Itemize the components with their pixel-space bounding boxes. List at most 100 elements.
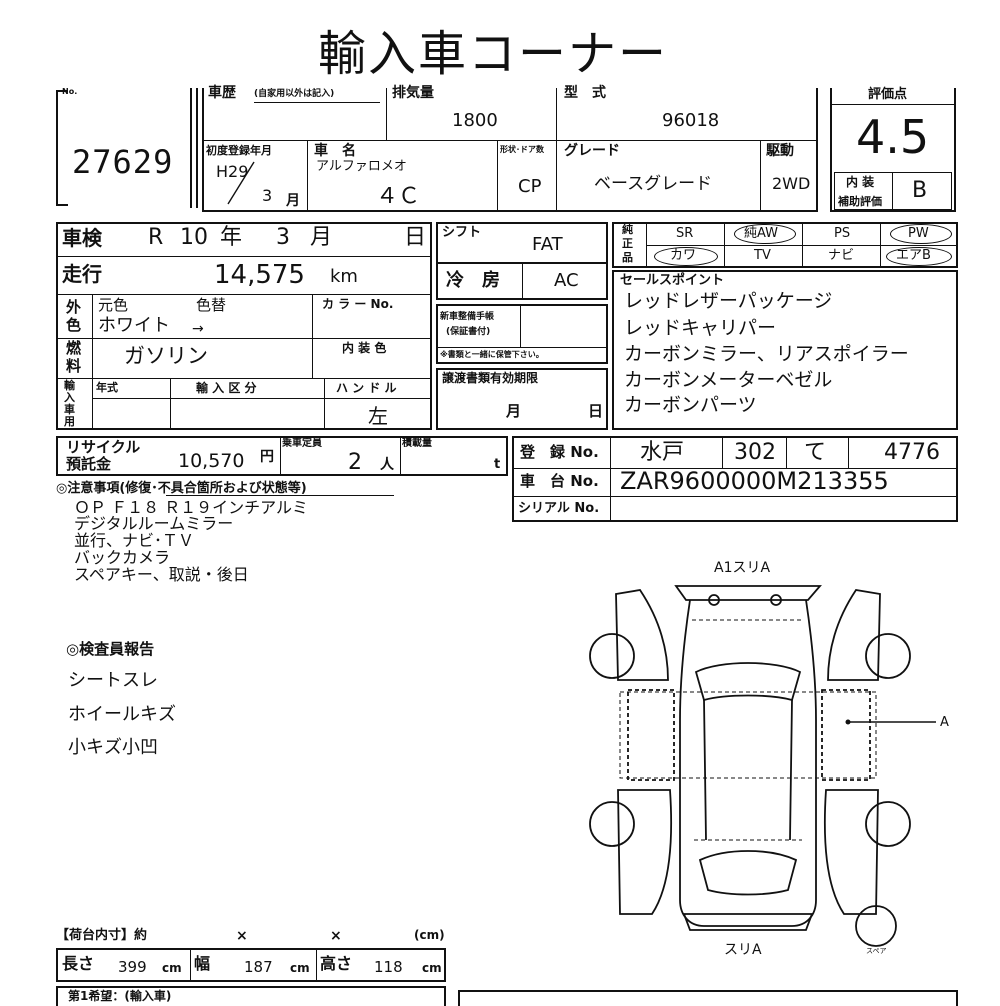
history-label: 車歴 (208, 85, 236, 101)
chassis-value: ZAR9600000M213355 (620, 467, 889, 495)
car-maker: アルファロメオ (316, 159, 407, 174)
score-value: 4.5 (856, 110, 930, 164)
cargo-table (56, 948, 446, 982)
grade-label: グレード (564, 143, 620, 159)
inspection-year: 10 (180, 225, 208, 250)
capacity-label: 乗車定員 (282, 438, 322, 449)
transfer-month-unit: 月 (506, 402, 522, 420)
mileage-value: 14,575 (214, 260, 305, 290)
displacement-value: 1800 (452, 110, 498, 131)
notes-line-3: バックカメラ (74, 548, 171, 567)
page-title: 輸入車コーナー (318, 26, 669, 82)
notes-line-4: スペアキー、取説・後日 (74, 565, 249, 584)
inspection-day-unit: 日 (404, 225, 427, 250)
top-info-table (202, 88, 818, 212)
interior-box (834, 172, 952, 210)
chassis-label: 車 台 No. (520, 472, 599, 490)
cargo-height-value: 118 (374, 958, 403, 976)
transfer-box (436, 368, 608, 430)
color-arrow: → (192, 321, 204, 337)
main-left-table (56, 222, 432, 430)
import-side-2: 車 (64, 403, 75, 416)
cargo-x1: × (236, 928, 248, 944)
first-reg-month-unit: 月 (286, 193, 300, 209)
ac-label: 冷 房 (446, 270, 500, 291)
fuel-side2: 料 (66, 357, 82, 375)
notes-line-1: デジタルルームミラー (74, 514, 234, 533)
interior-color-label: 内 装 色 (342, 341, 387, 355)
notes-label: ◎注意事項(修復･不具合箇所および状態等) (56, 481, 307, 496)
registration-table (512, 436, 958, 522)
cargo-length-label: 長さ (62, 954, 95, 973)
cargo-width-label: 幅 (194, 954, 211, 973)
diagram-front-label: A1スリA (714, 560, 771, 576)
sales-line-0: レッドレザーパッケージ (624, 290, 833, 312)
shape-label: 形状･ドア数 (500, 145, 544, 154)
model-value: 96018 (662, 110, 720, 131)
ownership-box (56, 986, 446, 1006)
ac-value: AC (554, 270, 579, 291)
equip-leather-circle (654, 247, 718, 266)
cargo-height-cm: cm (422, 961, 442, 975)
registration-label: 登 録 No. (520, 443, 599, 461)
diagram-side-marker: A (940, 715, 949, 730)
inspector-label: ◎検査員報告 (66, 640, 155, 658)
recycle-label2: 預託金 (66, 455, 112, 473)
transfer-label: 譲渡書類有効期限 (442, 371, 539, 385)
inspection-label: 車検 (62, 226, 102, 250)
equip-pw-circle (890, 224, 952, 244)
history-note: (自家用以外は記入) (254, 89, 335, 99)
import-type-label: 輸 入 区 分 (196, 381, 257, 395)
maint-label2: (保証書付) (446, 327, 491, 337)
import-side-1: 入 (64, 391, 75, 404)
equip-sr: SR (676, 226, 694, 241)
car-name: ４Ｃ (376, 184, 421, 209)
recycle-row (56, 436, 508, 476)
registration-number: 4776 (884, 440, 940, 465)
equip-leather: カワ (670, 248, 697, 263)
maint-label1: 新車整備手帳 (440, 312, 495, 322)
diagram-spare-label: スペア (866, 947, 887, 955)
capacity-value: 2 (348, 450, 362, 475)
cargo-width-value: 187 (244, 958, 273, 976)
cargo-label: 【荷台内寸】約 (56, 928, 148, 943)
equip-airbag-circle (886, 247, 952, 266)
maint-box (436, 304, 608, 364)
inspection-month: 3 (276, 225, 290, 250)
inspector-line-2: 小キズ小凹 (68, 737, 158, 758)
inspection-era: R (148, 225, 164, 250)
transfer-day-unit: 日 (588, 402, 604, 420)
shift-label: シフト (442, 225, 482, 240)
sales-line-1: レッドキャリパー (624, 317, 777, 339)
inspection-year-unit: 年 (220, 225, 243, 250)
sales-label: セールスポイント (620, 273, 725, 288)
handle-label: ハ ン ド ル (336, 381, 397, 395)
car-name-label: 車 名 (314, 143, 356, 159)
first-reg-year: H29 (216, 162, 249, 181)
cargo-x2: × (330, 928, 342, 944)
score-box-left (830, 88, 832, 210)
inspection-month-unit: 月 (310, 225, 333, 250)
inspector-line-0: シートスレ (68, 670, 158, 691)
sales-line-4: カーボンパーツ (624, 394, 757, 416)
color-change-label: 色替 (196, 296, 227, 314)
notes-line-0: ＯＰ Ｆ１８ Ｒ１９インチアルミ (74, 498, 309, 517)
equip-navi: ナビ (828, 248, 855, 263)
fuel-side1: 燃 (66, 339, 82, 357)
equip-label3: 品 (622, 251, 633, 264)
interior-label1: 内 装 (846, 175, 875, 189)
notes-line-2: 並行、ナビ･ＴＶ (74, 531, 195, 550)
sales-box (612, 270, 958, 430)
maint-note: ※書類と一緒に保管下さい。 (440, 350, 544, 359)
lot-no-label: No. (62, 87, 78, 96)
cargo-unit: (cm) (414, 928, 445, 942)
color-side1: 外 (66, 298, 82, 316)
recycle-label1: リサイクル (66, 438, 141, 456)
first-reg-label: 初度登録年月 (206, 144, 272, 157)
shift-value: FAT (532, 234, 563, 255)
color-code-label: カ ラ ー No. (322, 297, 394, 311)
drive-value: 2WD (772, 174, 811, 193)
grade-value: ベースグレード (594, 174, 713, 194)
handle-value: 左 (368, 404, 388, 428)
